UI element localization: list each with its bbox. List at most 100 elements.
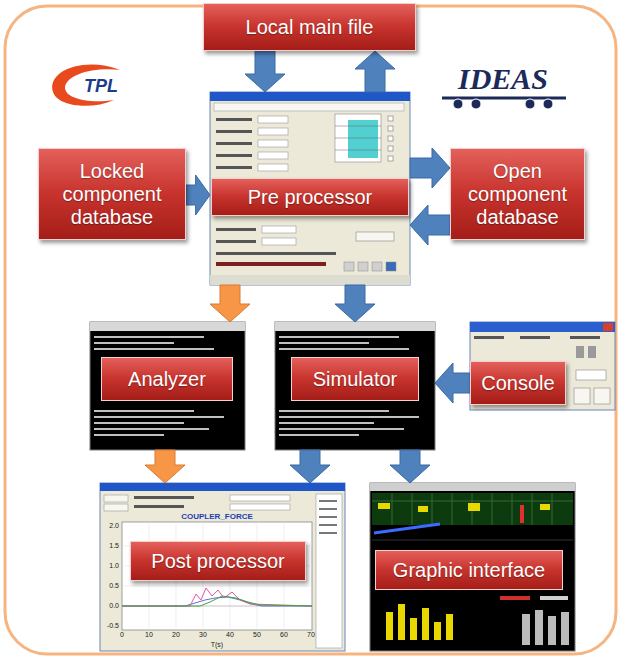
grid-line: [552, 493, 553, 525]
marker: [418, 506, 428, 512]
side-list: [316, 494, 342, 648]
title-bar: [100, 483, 345, 491]
text-line: [319, 524, 337, 526]
block-arrow: [290, 450, 330, 483]
track-band: [372, 493, 573, 525]
text-line: [94, 342, 174, 344]
label-box: Graphic interface: [375, 550, 563, 590]
title-bar: [470, 322, 615, 332]
table: [335, 114, 381, 162]
text-line: [279, 428, 404, 430]
grid-line: [392, 493, 393, 525]
level-bar: [561, 612, 569, 645]
label-box: Console: [470, 361, 566, 405]
screen-window: Graphic interface: [370, 483, 575, 651]
input-field: [258, 152, 288, 159]
node-label: Console: [481, 372, 554, 395]
text-line: [94, 336, 204, 338]
logo-swoosh: [52, 64, 120, 105]
text-line: [216, 154, 252, 157]
grid-line: [492, 493, 493, 525]
axis-tick: 30: [199, 631, 207, 639]
text-line: [319, 500, 337, 502]
text-line: [216, 228, 256, 231]
axis-tick: 60: [280, 631, 288, 639]
text-line: [279, 348, 409, 350]
text-line: [540, 596, 568, 600]
axis-tick: 1.0: [109, 562, 119, 570]
text-line: [279, 434, 359, 436]
text-line: [94, 434, 164, 436]
marker: [540, 504, 550, 510]
button: [356, 232, 394, 241]
axis-tick: 20: [172, 631, 180, 639]
screen-window: Post processor: [100, 483, 345, 651]
logo-text: IDEAS: [458, 62, 548, 95]
text-line: [319, 532, 337, 534]
axis-title: T(s): [211, 641, 223, 649]
axis-tick: 0.0: [109, 602, 119, 610]
text-line: [216, 130, 252, 133]
label-box: Post processor: [130, 541, 306, 581]
text-line: [279, 416, 419, 418]
block-arrow: [390, 450, 430, 483]
text-line: [216, 142, 252, 145]
label-box: Simulator: [291, 357, 419, 401]
axis-tick: 40: [226, 631, 234, 639]
logo-wheel: [453, 99, 463, 109]
status-bar: [210, 275, 410, 285]
icon: [358, 262, 368, 271]
text-line: [474, 336, 504, 339]
chart-title: COUPLER_FORCE: [181, 513, 253, 522]
axis-tick: 1.5: [109, 542, 119, 550]
console-window: [90, 322, 245, 450]
screen-window: Console: [470, 322, 615, 410]
app-window: [210, 92, 410, 285]
screen-window: Pre processor: [210, 92, 410, 285]
table-line: [335, 138, 381, 139]
marker: [468, 503, 480, 511]
block-arrow: [410, 148, 450, 188]
block-arrow: [186, 175, 210, 215]
node-label: Graphic interface: [393, 559, 545, 582]
logo-wheel: [471, 99, 481, 109]
axis-tick: -0.5: [107, 622, 119, 630]
text-line: [319, 516, 337, 518]
text-line: [216, 240, 256, 243]
grid-line: [452, 493, 453, 525]
checkbox: [388, 156, 393, 161]
button: [594, 388, 610, 404]
console-window: [275, 322, 435, 450]
block-arrow: [245, 51, 285, 92]
text-line: [94, 410, 194, 412]
node-label: Pre processor: [248, 186, 373, 209]
logo-text: TPL: [84, 77, 118, 97]
checkbox: [388, 116, 393, 121]
label-box: Pre processor: [211, 178, 409, 216]
icon: [386, 262, 396, 271]
input-field: [258, 164, 288, 171]
icon: [372, 262, 382, 271]
text-line: [216, 166, 252, 169]
checkbox: [388, 146, 393, 151]
data-trace: [122, 588, 312, 606]
tab-row: [214, 103, 404, 111]
axis-tick: 0: [120, 631, 124, 639]
level-bar: [434, 622, 441, 640]
process-box: Locked component database: [38, 148, 186, 240]
text-line: [279, 342, 369, 344]
node-label: Local main file: [246, 16, 374, 39]
grid-line: [432, 493, 433, 525]
label-box: Analyzer: [101, 357, 233, 401]
block-arrow: [145, 450, 185, 483]
text-line: [94, 348, 214, 350]
text-line: [570, 336, 600, 339]
block-arrow: [435, 363, 470, 403]
level-bar: [410, 618, 417, 640]
button: [104, 504, 128, 511]
table-line: [335, 150, 381, 151]
text-line: [216, 252, 336, 255]
graphic-window: [370, 483, 575, 651]
plot-area: [122, 522, 312, 630]
screen-window: Analyzer: [90, 322, 245, 450]
